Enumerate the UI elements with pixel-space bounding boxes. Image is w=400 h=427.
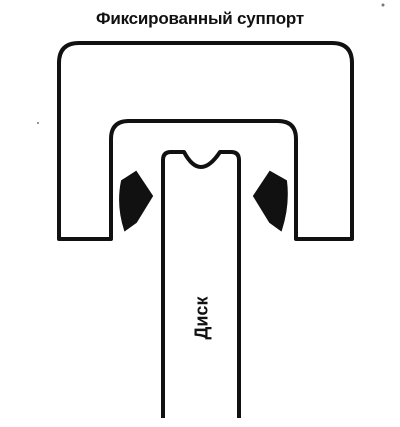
brake-disc <box>161 150 241 418</box>
speck <box>381 3 385 7</box>
right-pad <box>252 170 288 232</box>
speck <box>37 122 39 124</box>
caliper-body <box>57 41 354 241</box>
disc-label: Диск <box>191 296 212 340</box>
left-pad <box>119 170 154 232</box>
caliper-title: Фиксированный суппорт <box>96 9 304 28</box>
